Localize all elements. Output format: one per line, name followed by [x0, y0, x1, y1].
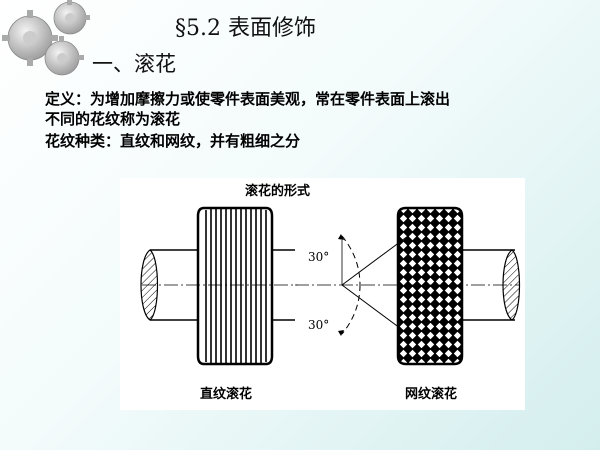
mesh-knurl-label: 网纹滚花	[405, 387, 458, 402]
types-text: 花纹种类：直纹和网纹，并有粗细之分	[45, 132, 301, 150]
figure-title: 滚花的形式	[245, 184, 311, 199]
definition-text-cont: 不同的花纹称为滚花	[45, 110, 181, 128]
angle-label-top: 30°	[308, 250, 330, 264]
page-title: §5.2 表面修饰	[175, 16, 316, 41]
angle-label-bottom: 30°	[308, 318, 330, 332]
knurling-diagram	[140, 206, 521, 366]
gears-icon	[2, 0, 90, 76]
definition-text: 定义：为增加摩擦力或使零件表面美观，常在零件表面上滚出	[45, 90, 451, 108]
section-heading: 一、滚花	[92, 52, 176, 76]
straight-knurl-part	[140, 206, 298, 366]
knurling-figure: 滚花的形式 30° 30° 直纹滚花 网纹滚花	[120, 178, 525, 410]
straight-knurl-label: 直纹滚花	[200, 387, 253, 402]
mesh-knurl-part	[295, 206, 521, 366]
